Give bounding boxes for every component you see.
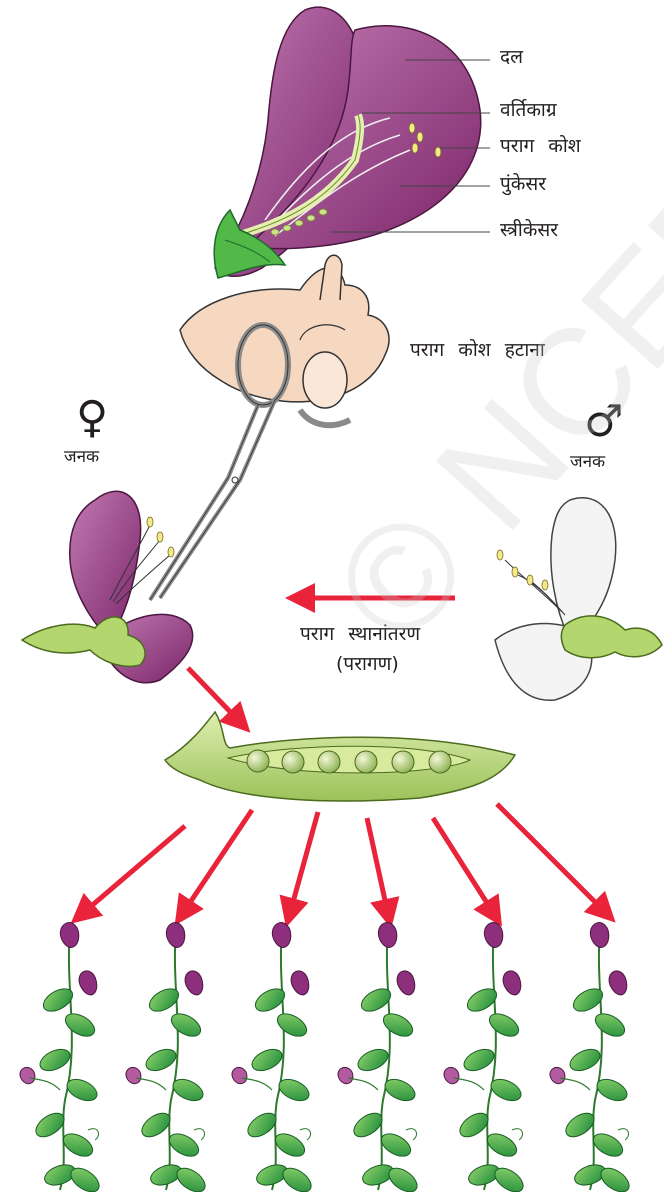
offspring-plant <box>126 923 209 1192</box>
offspring-arrows <box>82 804 605 914</box>
male-symbol: ♂ <box>584 400 623 444</box>
label-remove-anthers: पराग कोश हटाना <box>410 341 545 360</box>
flower-cross-section <box>214 7 490 278</box>
offspring-plant <box>444 923 527 1192</box>
label-petal: दल <box>500 48 523 67</box>
label-pistil: स्त्रीकेसर <box>500 221 558 240</box>
label-stigma: वर्तिकाग्र <box>500 101 557 120</box>
label-pollination: (परागण) <box>336 655 399 674</box>
pea-pod <box>165 712 515 801</box>
label-female-parent: जनक <box>64 449 99 466</box>
hand-with-scissors <box>150 255 389 600</box>
offspring-plant <box>232 923 315 1192</box>
female-symbol: ♀ <box>76 396 108 440</box>
offspring-plant <box>20 923 103 1192</box>
label-male-parent: जनक <box>570 454 605 471</box>
male-parent-flower <box>495 498 662 700</box>
label-anther: पराग कोश <box>500 137 581 156</box>
offspring-plants <box>20 923 633 1192</box>
offspring-plant <box>338 923 421 1192</box>
label-stamen: पुंकेसर <box>500 175 546 194</box>
offspring-plant <box>550 923 633 1192</box>
label-pollen-transfer: पराग स्थानांतरण <box>300 625 420 644</box>
